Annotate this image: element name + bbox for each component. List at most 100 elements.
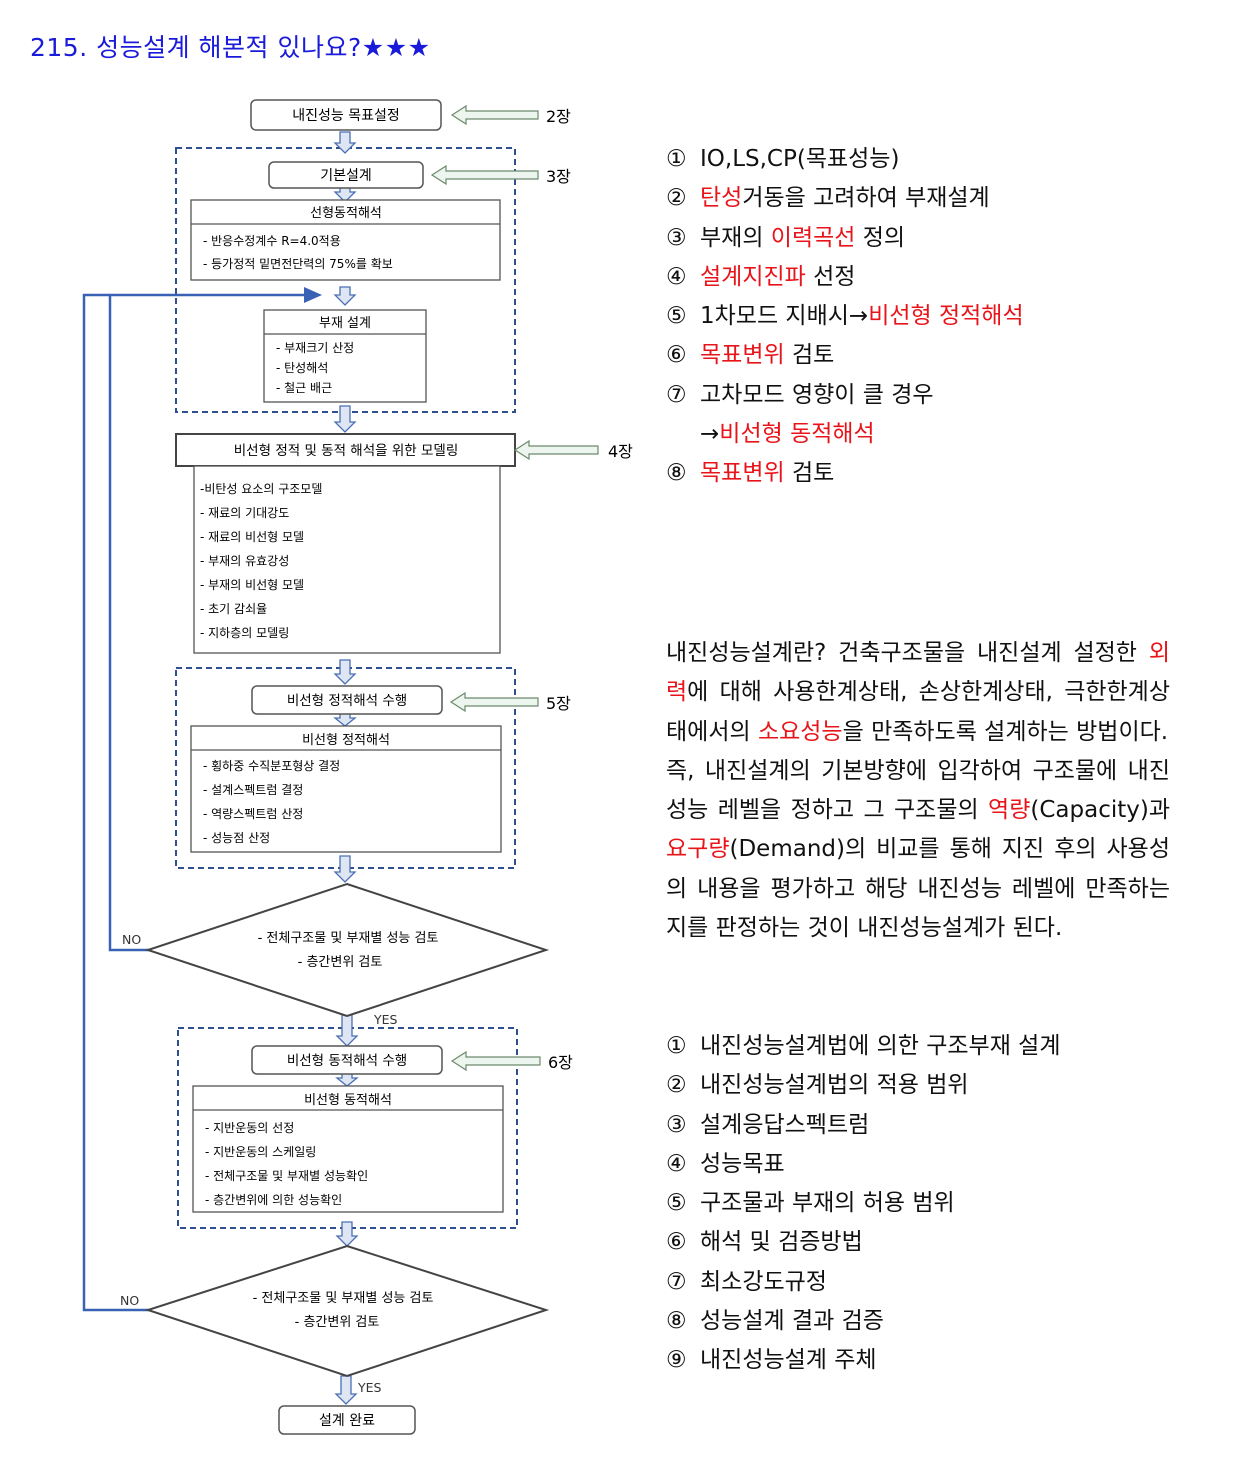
member-design-title: 부재 설계 [319,316,371,331]
highlight-text: 요구량 [666,836,730,863]
contents-number: ④ [666,1150,687,1177]
contents-text: 내진성능설계 주체 [700,1347,877,1374]
modeling-box [175,433,516,467]
design-complete-box [278,1405,416,1435]
contents-item: ⑧ 성능설계 결과 검증 [666,1302,1226,1341]
yes-label: YES [373,1012,398,1027]
contents-item: ② 내진성능설계법의 적용 범위 [666,1066,1226,1105]
body-text: 정의 [855,224,906,251]
basic-design-box [268,161,424,189]
contents-item: ⑨ 내진성능설계 주체 [666,1341,1226,1380]
member-design-box [263,309,427,403]
target-setting-label: 내진성능 목표설정 [292,108,400,124]
check-decision-text: - 전체구조물 및 부재별 성능 검토 [258,931,439,946]
contents-item: ⑥ 해석 및 검증방법 [666,1223,1226,1262]
body-text: 검토 [784,342,835,369]
highlight-text: 설계지진파 [700,263,806,290]
no-loop-line [108,293,318,952]
dynamic-run-box [251,1045,443,1075]
dynamic-analysis-item: - 지반운동의 스케일링 [205,1145,316,1159]
down-arrow-icon [333,286,357,306]
contents-text: 해석 및 검증방법 [700,1229,863,1256]
linear-analysis-item: - 반응수정계수 R=4.0적용 [203,234,341,248]
contents-number: ⑦ [666,1268,687,1295]
highlight-text: 이력곡선 [770,224,856,251]
down-arrow-icon [333,131,357,154]
contents-number: ② [666,1072,687,1099]
step-number: ② [666,185,687,212]
body-text: IO,LS,CP(목표성능) [700,146,900,172]
body-text: 즉, 내진설계의 기본방향에 입각하여 구조물에 내진성능 레벨을 정하고 그 … [666,757,1170,824]
contents-number: ⑧ [666,1308,687,1335]
linear-analysis-item: - 등가정적 밑면전단력의 75%를 확보 [203,257,393,271]
static-run-box [251,685,443,715]
body-text: 을 만족하도록 설계하는 방법이다. [842,718,1169,745]
step-item: ⑧ 목표변위 검토 [666,454,1226,493]
contents-text: 최소강도규정 [700,1268,827,1295]
contents-text: 내진성능설계법에 의한 구조부재 설계 [700,1033,1061,1059]
chapter-label: 5장 [546,694,571,713]
dynamic-run-label: 비선형 동적해석 수행 [287,1053,407,1069]
page-title: 215. 성능설계 해본적 있나요?★★★ [30,33,431,62]
body-text: 거동을 고려하여 부재설계 [742,185,990,212]
contents-text: 성능설계 결과 검증 [700,1308,884,1335]
contents-number: ⑨ [666,1347,687,1374]
body-text: → [700,421,720,448]
body-text: 부재의 [700,224,771,251]
body-text: (Capacity)과 [1030,797,1170,824]
design-flowchart: 내진성능 목표설정 기본설계 선형동적해석 - 반응수정계수 R=4.0적용 -… [82,99,633,1435]
check-decision-2 [144,1244,550,1378]
modeling-item: -비탄성 요소의 구조모델 [200,482,322,496]
highlight-text: 비선형 정적해석 [868,303,1024,330]
contents-text: 구조물과 부재의 허용 범위 [700,1190,955,1217]
step-number: ⑧ [666,460,687,487]
modeling-item: - 부재의 유효강성 [200,554,289,568]
member-design-item: - 탄성해석 [276,361,328,375]
modeling-item: - 재료의 비선형 모델 [200,530,304,544]
contents-number: ⑤ [666,1190,687,1217]
body-text: 고차모드 영향이 클 경우 [700,381,934,408]
static-analysis-box [190,725,502,853]
definition-paragraph: 즉, 내진설계의 기본방향에 입각하여 구조물에 내진성능 레벨을 정하고 그 … [666,752,1170,948]
static-analysis-item: - 횡하중 수직분포형상 결정 [203,759,340,773]
modeling-items-box [193,465,501,654]
down-arrow-icon [333,405,357,433]
down-arrow-icon [333,855,357,883]
contents-text: 내진성능설계법의 적용 범위 [700,1072,969,1099]
step-number: ⑦ [666,381,687,408]
left-arrow-icon [513,439,599,461]
definition-paragraph: 내진성능설계란? 건축구조물을 내진설계 설정한 외력에 대해 사용한계상태, … [666,634,1170,752]
highlight-text: 외력 [666,640,1170,706]
left-arrow-icon [450,104,539,126]
contents-item: ⑤ 구조물과 부재의 허용 범위 [666,1184,1226,1223]
stars-rating: ★★★ [361,33,431,62]
contents-number: ③ [666,1111,687,1138]
dynamic-analysis-item: - 전체구조물 및 부재별 성능확인 [205,1169,368,1183]
down-arrow-icon [335,1221,359,1247]
contents-number: ① [666,1033,687,1059]
static-run-label: 비선형 정적해석 수행 [287,693,407,709]
body-text: 선정 [805,263,856,290]
down-arrow-icon [335,1013,359,1047]
check-decision-1 [144,882,550,1018]
yes-label: YES [357,1380,382,1395]
highlight-text: 목표변위 [700,460,785,487]
modeling-item: - 초기 감쇠율 [200,602,267,616]
step-item: ⑦ 고차모드 영향이 클 경우 [666,376,1226,415]
step-number: ① [666,146,687,172]
contents-number: ⑥ [666,1229,687,1256]
body-text: (Demand)의 비교를 통해 지진 후의 사용성의 내용을 평가하고 해당 … [666,836,1170,942]
dynamic-analysis-item: - 지반운동의 선정 [205,1121,294,1135]
modeling-title: 비선형 정적 및 동적 해석을 위한 모델링 [234,443,458,459]
body-text: 검토 [784,460,835,487]
no-label: NO [122,932,141,947]
design-complete-label: 설계 완료 [319,1413,375,1429]
chapter-label: 3장 [546,167,571,186]
no-loop-line [82,293,150,1312]
definition-text: 내진성능설계란? 건축구조물을 내진설계 설정한 외력에 대해 사용한계상태, … [666,634,1170,948]
